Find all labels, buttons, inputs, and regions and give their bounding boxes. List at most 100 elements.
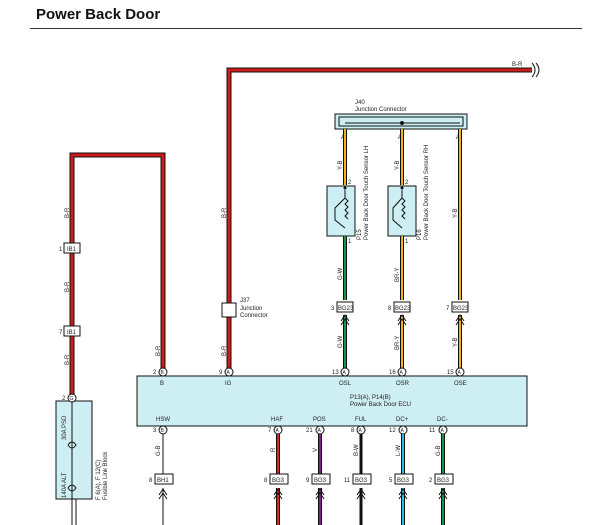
svg-text:BG3: BG3 — [397, 478, 410, 484]
svg-text:P16: P16 — [417, 229, 423, 240]
ecu-top-pin-ig: A 9 IG — [219, 367, 234, 387]
svg-text:8: 8 — [351, 428, 355, 434]
svg-text:Power Back Door Touch Sensor L: Power Back Door Touch Sensor LH — [364, 146, 370, 240]
svg-text:7: 7 — [446, 306, 450, 312]
svg-text:V: V — [313, 448, 319, 452]
svg-text:Junction Connector: Junction Connector — [355, 107, 407, 113]
left-wire-label-3: B-R — [65, 354, 71, 365]
svg-text:G: G — [70, 396, 74, 402]
svg-text:B: B — [161, 428, 165, 434]
ecu-bottom-pin-pos: POS A 21 V BG3 9 — [306, 417, 331, 525]
svg-text:2: 2 — [405, 180, 409, 186]
svg-text:OSL: OSL — [339, 381, 352, 387]
svg-text:9: 9 — [219, 370, 223, 376]
ig-wire-label-2: B-R — [222, 345, 228, 356]
touch-sensor-lh: 2 1 P15 Power Back Door Touch Sensor LH — [326, 146, 370, 245]
svg-text:Power Back Door ECU: Power Back Door ECU — [350, 402, 411, 408]
svg-text:8: 8 — [388, 306, 392, 312]
svg-text:DC+: DC+ — [396, 417, 409, 423]
svg-text:BG23: BG23 — [338, 306, 354, 312]
svg-text:IB1: IB1 — [67, 247, 77, 253]
ecu-bottom-pin-dc-minus: DC- A 11 G-B BG3 2 — [429, 417, 454, 525]
svg-text:B: B — [160, 381, 164, 387]
svg-text:A: A — [401, 428, 405, 434]
svg-text:OSR: OSR — [396, 381, 410, 387]
svg-text:A: A — [441, 428, 445, 434]
svg-text:J37: J37 — [240, 298, 250, 304]
svg-text:3: 3 — [153, 428, 157, 434]
connector-ib1-upper: IB1 1 — [59, 242, 81, 254]
svg-text:1: 1 — [405, 239, 409, 245]
svg-text:A: A — [276, 428, 280, 434]
svg-text:HAF: HAF — [271, 417, 283, 423]
svg-text:BR-Y: BR-Y — [395, 336, 401, 350]
svg-text:FUL: FUL — [355, 417, 367, 423]
top-wire-label: B-R — [512, 62, 523, 68]
svg-text:A: A — [359, 428, 363, 434]
ecu-top-pin-b: B 2 B — [153, 367, 168, 387]
ecu-top-pin-ose: A 15 OSE — [447, 367, 467, 387]
ig-wire-label-1: B-R — [222, 207, 228, 218]
svg-text:30A PSD: 30A PSD — [62, 415, 68, 440]
junction-j40: J40 Junction Connector A A A — [334, 100, 468, 141]
svg-text:BG23: BG23 — [395, 306, 411, 312]
ecu-input-wires: G-W BR-Y Y-B — [338, 314, 465, 370]
svg-text:2: 2 — [348, 180, 352, 186]
fusible-link-block: 30A PSD 140A ALT F 6(A), F 12(C) Fusible… — [55, 393, 109, 525]
svg-text:BG3: BG3 — [272, 478, 285, 484]
svg-text:8: 8 — [149, 478, 153, 484]
svg-text:A: A — [227, 370, 231, 376]
connector-bg23-rh: BG23 8 — [388, 301, 411, 313]
svg-text:Y-B: Y-B — [338, 161, 344, 170]
svg-text:7: 7 — [59, 330, 63, 336]
svg-text:J40: J40 — [355, 100, 365, 106]
svg-text:P15: P15 — [357, 229, 363, 240]
b-wire-label: B-R — [156, 345, 162, 356]
svg-text:BG3: BG3 — [314, 478, 327, 484]
sensor-upper-wires: Y-B Y-B Y-B — [338, 129, 462, 300]
top-br-wire: B-R — [226, 62, 540, 370]
svg-text:2: 2 — [62, 396, 66, 402]
svg-text:G-B: G-B — [436, 445, 442, 456]
svg-text:3: 3 — [331, 306, 335, 312]
svg-text:G-B: G-B — [156, 445, 162, 456]
svg-text:21: 21 — [306, 428, 313, 434]
ecu-bottom-pin-haf: HAF A 7 R BG3 8 — [264, 417, 289, 525]
svg-text:B: B — [161, 370, 165, 376]
svg-text:OSE: OSE — [454, 381, 467, 387]
svg-text:1: 1 — [348, 239, 352, 245]
connector-bg23-ose: BG23 7 — [446, 301, 469, 313]
svg-text:2: 2 — [153, 370, 157, 376]
svg-text:12: 12 — [389, 428, 396, 434]
svg-text:Fusible Link Block: Fusible Link Block — [103, 451, 109, 500]
svg-text:16: 16 — [389, 370, 396, 376]
svg-text:Junction: Junction — [240, 306, 262, 312]
page-title: Power Back Door — [36, 6, 161, 23]
svg-text:2: 2 — [429, 478, 433, 484]
left-br-wire: B-R B-R B-R B-R B-R B-R — [65, 152, 228, 395]
svg-text:9: 9 — [306, 478, 310, 484]
svg-text:140A ALT: 140A ALT — [62, 472, 68, 498]
svg-text:A: A — [318, 428, 322, 434]
svg-text:IB1: IB1 — [67, 330, 77, 336]
svg-text:Power Back Door Touch Sensor R: Power Back Door Touch Sensor RH — [424, 145, 430, 240]
svg-text:5: 5 — [389, 478, 393, 484]
svg-text:Y-B: Y-B — [453, 338, 459, 347]
left-wire-label-1: B-R — [65, 207, 71, 218]
svg-text:Connector: Connector — [240, 313, 268, 319]
ecu-top-pin-osl: A 13 OSL — [332, 367, 352, 387]
ecu-bottom-pin-dc-plus: DC+ A 12 L-W BG3 5 — [389, 417, 414, 525]
svg-text:L-W: L-W — [396, 445, 402, 456]
svg-text:BH1: BH1 — [157, 478, 169, 484]
ecu-bottom-pin-hsw: HSW B 3 G-B BH1 8 — [149, 417, 174, 525]
svg-text:F 6(A), F 12(C): F 6(A), F 12(C) — [96, 460, 102, 500]
svg-text:R: R — [271, 447, 277, 452]
power-back-door-ecu: P13(A), P14(B) Power Back Door ECU — [136, 375, 528, 427]
left-wire-label-2: B-R — [65, 281, 71, 292]
svg-text:11: 11 — [344, 478, 351, 484]
svg-text:1: 1 — [59, 247, 63, 253]
svg-text:G-W: G-W — [338, 267, 344, 280]
svg-text:15: 15 — [447, 370, 454, 376]
svg-text:A: A — [400, 370, 404, 376]
